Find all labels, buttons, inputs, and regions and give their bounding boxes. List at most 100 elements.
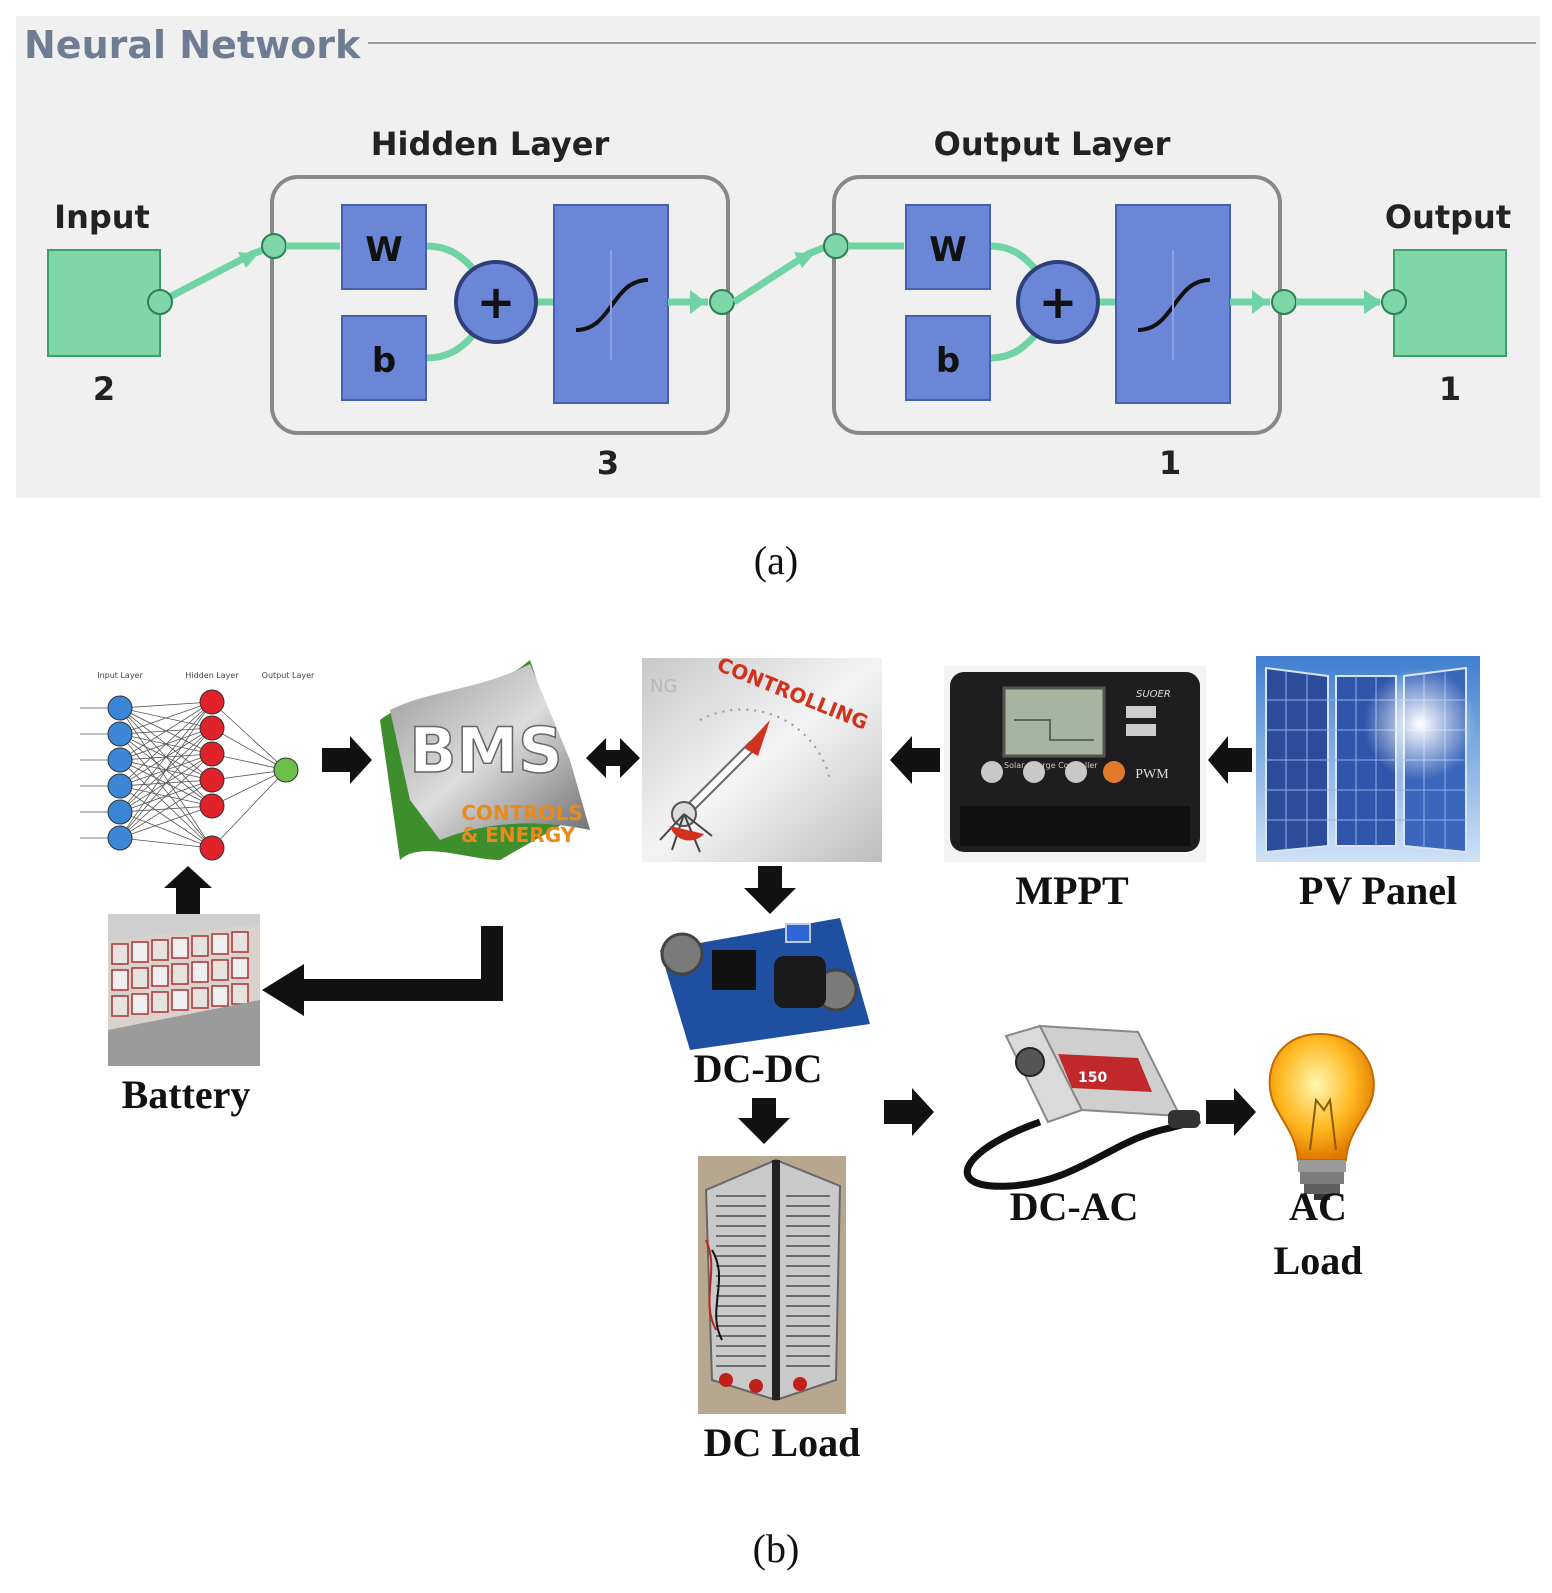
nn-edge bbox=[119, 727, 213, 839]
battery-cell bbox=[131, 993, 149, 1015]
hidden-sum-node bbox=[454, 260, 538, 344]
mppt-lcd-graph bbox=[1014, 719, 1094, 741]
caption-b: (b) bbox=[753, 1526, 800, 1571]
bulb-glass bbox=[1268, 1032, 1375, 1161]
output-count: 1 bbox=[1439, 370, 1461, 408]
battery-cells bbox=[111, 931, 249, 1017]
dc-load-vents bbox=[716, 1195, 830, 1367]
battery-label: Battery bbox=[122, 1072, 251, 1117]
inverter-badge: 150 bbox=[1078, 1070, 1107, 1086]
nn-edge bbox=[119, 701, 213, 813]
usb-port-1 bbox=[1126, 706, 1156, 718]
nn-hidden-neuron bbox=[199, 741, 225, 767]
mppt-button-set bbox=[1065, 761, 1087, 783]
hidden-sum-symbol: + bbox=[477, 275, 516, 329]
nn-edge bbox=[119, 805, 213, 839]
battery-cell bbox=[231, 983, 249, 1005]
input-port bbox=[147, 289, 173, 315]
nn-input-neuron bbox=[107, 799, 133, 825]
battery-cell bbox=[111, 943, 129, 965]
output-sum-node bbox=[1016, 260, 1100, 344]
nn-input-neuron bbox=[107, 825, 133, 851]
battery-cell bbox=[111, 969, 129, 991]
nn-output-neuron bbox=[273, 757, 299, 783]
nn-edge bbox=[119, 701, 213, 839]
output-out-port bbox=[1271, 289, 1297, 315]
hidden-in-port bbox=[261, 233, 287, 259]
battery-cell bbox=[171, 937, 189, 959]
nn-hidden-layer-label: Hidden Layer bbox=[185, 671, 239, 680]
nn-edges bbox=[80, 701, 287, 849]
output-sum-symbol: + bbox=[1039, 275, 1078, 329]
dcac-inverter: 150 bbox=[963, 1024, 1201, 1190]
battery-cell bbox=[191, 935, 209, 957]
nn-edge bbox=[119, 701, 213, 709]
bms-logo: BMS CONTROLS & ENERGY bbox=[380, 660, 590, 860]
nn-thumbnail: Input Layer Hidden Layer Output Layer bbox=[80, 671, 315, 861]
hidden-weight-symbol: W bbox=[365, 230, 403, 270]
battery-cell bbox=[111, 995, 129, 1017]
inverter-label-strip bbox=[1058, 1054, 1152, 1092]
output-weight-box bbox=[905, 204, 991, 290]
arrow-mppt-controlling bbox=[890, 736, 940, 784]
nn-edge bbox=[119, 701, 213, 761]
mppt-device: SUOER Solar Charge Controller PWM bbox=[944, 666, 1206, 862]
controlling-prefix-text: NG bbox=[650, 676, 677, 697]
dcdc-board bbox=[660, 918, 870, 1050]
hidden-bias-box bbox=[341, 315, 427, 401]
nn-edge bbox=[119, 779, 213, 839]
bms-sub2: & ENERGY bbox=[461, 823, 576, 847]
nn-hidden-neuron bbox=[199, 767, 225, 793]
input-label: Input bbox=[54, 198, 150, 236]
battery-image bbox=[108, 914, 260, 1066]
battery-cell bbox=[171, 989, 189, 1011]
arrow-to-output bbox=[1364, 290, 1382, 314]
hidden-layer-title: Hidden Layer bbox=[371, 125, 610, 163]
arrow-input-hidden bbox=[238, 252, 258, 268]
arrow-pv-mppt bbox=[1208, 736, 1252, 784]
arrow-battery-nn bbox=[164, 866, 212, 914]
nn-hidden-neuron bbox=[199, 689, 225, 715]
hidden-size: 3 bbox=[597, 444, 619, 482]
caption-a: (a) bbox=[754, 538, 798, 583]
output-bias-box bbox=[905, 315, 991, 401]
nn-edge bbox=[211, 727, 287, 771]
nn-edge bbox=[119, 701, 213, 735]
nn-edge bbox=[211, 753, 287, 771]
nn-edge bbox=[119, 785, 213, 849]
arrow-dcac-acload bbox=[1206, 1088, 1256, 1136]
dcdc-potentiometer bbox=[785, 923, 811, 943]
output-in-port bbox=[823, 233, 849, 259]
nn-edge bbox=[119, 811, 213, 849]
battery-cell bbox=[231, 931, 249, 953]
nn-hidden-neuron bbox=[199, 715, 225, 741]
mppt-screen-text: Solar Charge Controller bbox=[1004, 761, 1098, 770]
panel-a-neural-network: Neural Network Input 2 Hidden Layer W b … bbox=[16, 16, 1540, 498]
output-layer-title: Output Layer bbox=[934, 125, 1171, 163]
arrow-bms-battery-head bbox=[262, 964, 304, 1016]
arrow-output-out bbox=[1252, 290, 1268, 314]
dc-load-label: DC Load bbox=[704, 1420, 861, 1465]
battery-cell bbox=[231, 957, 249, 979]
dcdc-inductor bbox=[774, 956, 826, 1008]
nn-edge bbox=[119, 733, 213, 849]
nn-edge bbox=[119, 701, 213, 787]
dc-load-terminal-3 bbox=[793, 1377, 807, 1391]
inverter-plug bbox=[1168, 1110, 1200, 1128]
dc-load-image bbox=[698, 1156, 846, 1414]
hidden-bias-symbol: b bbox=[372, 341, 396, 381]
bulb-filament bbox=[1309, 1096, 1337, 1151]
inverter-fan bbox=[1015, 1047, 1045, 1077]
arrow-bms-battery-line bbox=[300, 926, 503, 1001]
mppt-mode: PWM bbox=[1135, 767, 1169, 782]
controlling-background bbox=[642, 658, 882, 862]
bulb-base-ring-2 bbox=[1300, 1172, 1344, 1184]
battery-floor bbox=[108, 1000, 260, 1066]
arrow-nn-bms bbox=[322, 736, 372, 784]
nn-hidden-neuron bbox=[199, 793, 225, 819]
bms-metal-banner bbox=[390, 664, 590, 840]
ac-load-label-line2: Load bbox=[1274, 1238, 1363, 1283]
battery-cell bbox=[211, 985, 229, 1007]
battery-cell bbox=[131, 967, 149, 989]
battery-cell bbox=[211, 959, 229, 981]
